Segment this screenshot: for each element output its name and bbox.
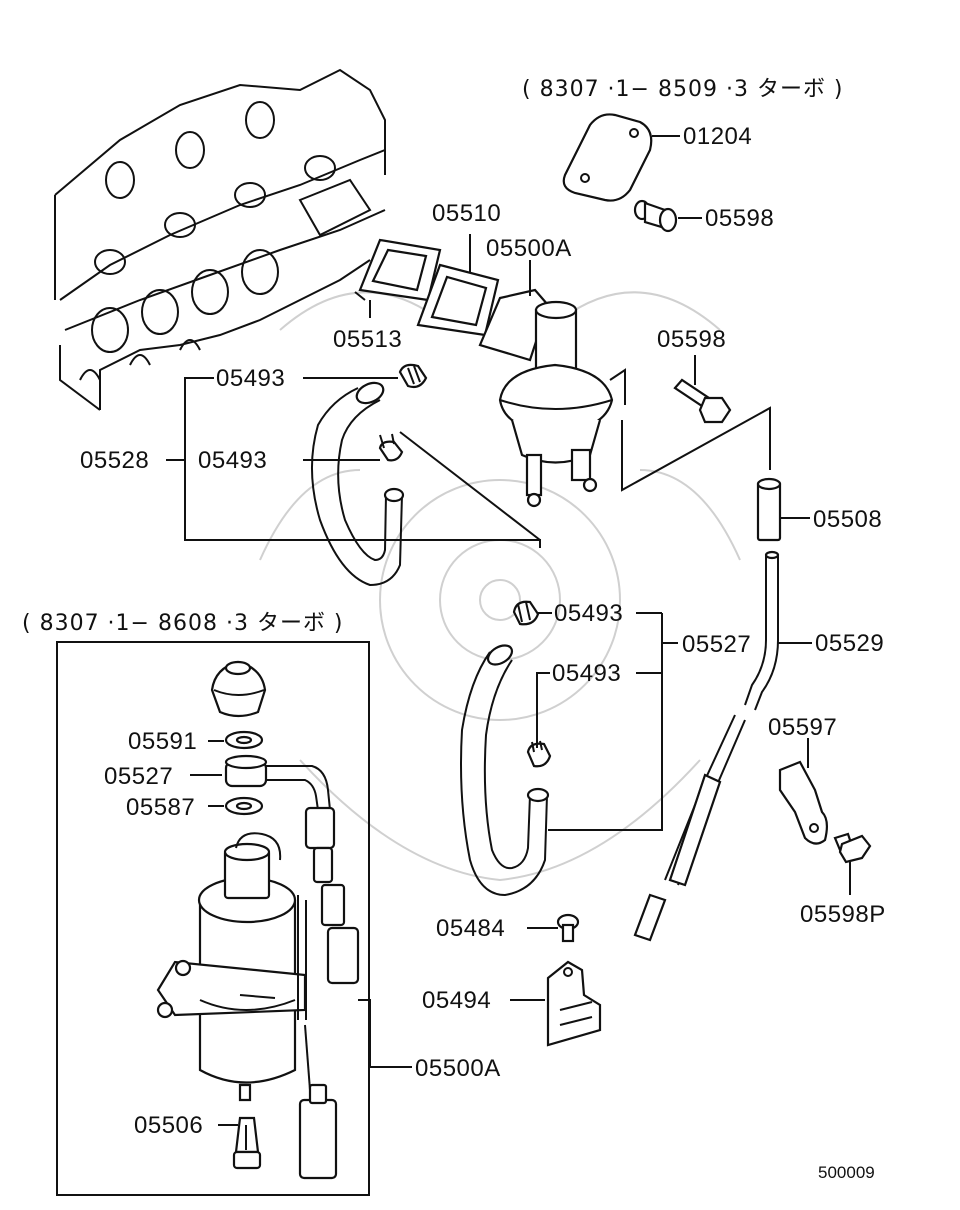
cover-plate-part (562, 113, 653, 202)
label-05493-b: 05493 (198, 447, 267, 474)
hose-05527-left-part (224, 754, 360, 985)
fuel-pump-mechanical-part (478, 288, 626, 508)
bracket-05494-part (546, 960, 602, 1047)
leader-05528-diag (399, 431, 541, 541)
label-05529: 05529 (815, 630, 884, 657)
bolt-05598-top-part (633, 199, 678, 233)
label-05527-left: 05527 (104, 763, 173, 790)
label-05508: 05508 (813, 506, 882, 533)
diagram-code: 500009 (818, 1163, 875, 1182)
fuel-pump-electric-part (156, 832, 338, 1180)
pump-cap-part (210, 660, 267, 718)
label-05494: 05494 (422, 987, 491, 1014)
washer-05587-hole (235, 801, 253, 811)
leader-05493-d (536, 672, 550, 748)
label-05527-right: 05527 (682, 631, 751, 658)
clamp-05493-c-part (512, 600, 540, 626)
hose-05528-part (311, 381, 405, 587)
label-05493-d: 05493 (552, 660, 621, 687)
label-05506: 05506 (134, 1112, 203, 1139)
label-05493-c: 05493 (554, 600, 623, 627)
label-05493-a: 05493 (216, 365, 285, 392)
bracket-05597-part (778, 760, 829, 845)
turbo-header-1: ( 8307 ·1− 8509 ·3 ターボ ) (522, 77, 844, 102)
label-05597: 05597 (768, 714, 837, 741)
gasket-05510-part (416, 263, 500, 337)
bracket-05528 (184, 377, 541, 548)
label-01204: 01204 (683, 123, 752, 150)
label-05587: 05587 (126, 794, 195, 821)
bolt-05598-mid-part (673, 378, 732, 424)
label-05513: 05513 (333, 326, 402, 353)
hose-05527-part (460, 644, 550, 897)
watermark (259, 291, 741, 882)
clamp-05493-d-part (526, 740, 552, 768)
label-05598P: 05598P (800, 901, 886, 928)
bolt-05598P-part (833, 832, 872, 864)
turbo-header-2: ( 8307 ·1− 8608 ·3 ターボ ) (22, 611, 344, 636)
bracket-05527-right (548, 613, 663, 831)
label-05500A-top: 05500A (486, 235, 572, 262)
hose-05508-part (756, 477, 782, 542)
engine-block-drawing (54, 68, 386, 411)
leader-pump-05508 (621, 406, 771, 492)
label-05528: 05528 (80, 447, 149, 474)
clamp-05493-a-part (398, 363, 428, 389)
label-05598-mid: 05598 (657, 326, 726, 353)
label-05484: 05484 (436, 915, 505, 942)
filter-05506-part (232, 1116, 262, 1170)
clamp-05493-b-part (378, 433, 404, 462)
gasket-05513-part (354, 238, 442, 302)
washer-05591-hole (235, 735, 253, 745)
label-05510: 05510 (432, 200, 501, 227)
label-05598-top: 05598 (705, 205, 774, 232)
screw-05484-part (556, 913, 580, 943)
pipe-05529-part (633, 550, 780, 942)
label-05500A-bottom: 05500A (415, 1055, 501, 1082)
bracket-05500A-bottom (358, 999, 371, 1067)
turbo-2-assembly-box (56, 641, 370, 1196)
label-05591: 05591 (128, 728, 197, 755)
